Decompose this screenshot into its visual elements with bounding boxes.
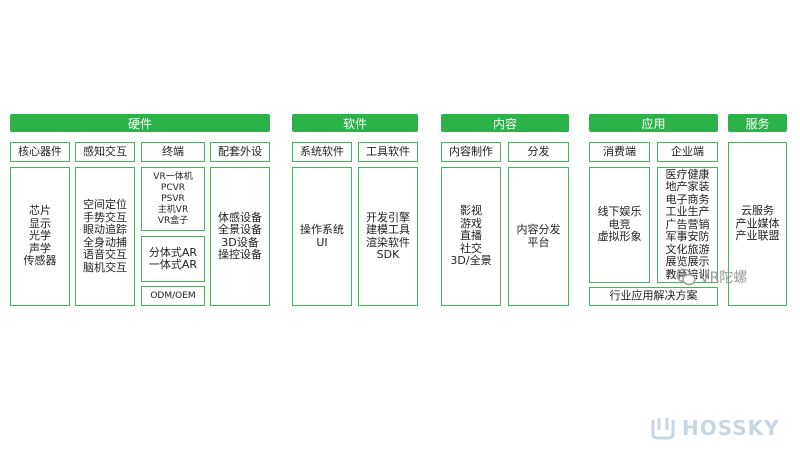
hossky-watermark-text: HOSSKY [682,416,780,440]
list-item: 社交 [460,241,482,255]
list-item: 脑机交互 [83,260,127,274]
list-item: 开发引擎 [366,210,410,224]
list-item: 地产家装 [665,180,710,194]
list-item: 体感设备 [218,210,262,224]
ct-distribution-label: 分发 [508,142,569,162]
list-item: 直播 [460,229,482,243]
list-item: PSVR [161,193,185,204]
list-item: 虚拟形象 [597,230,642,244]
list-item: 军事安防 [665,230,710,244]
list-item: 语音交互 [83,248,127,261]
list-item: 一体式AR [148,258,198,271]
hw-peripherals-label: 配套外设 [210,142,270,162]
list-item: UI [316,235,328,249]
wechat-watermark: VR陀螺 [676,266,747,288]
hw-core-components-label: 核心器件 [10,142,70,162]
list-item: PCVR [160,182,186,193]
list-item: 工业生产 [665,205,710,219]
list-item: 芯片 [29,204,51,218]
hw-terminal-odm-box: ODM/OEM [141,286,205,306]
software-header: 软件 [292,114,418,132]
list-item: 电竞 [608,217,631,231]
hossky-logo-icon [651,418,675,440]
list-item: 操作系统 [300,223,344,236]
service-box: 云服务 产业媒体 产业联盟 [728,142,787,306]
sw-tools-label: 工具软件 [358,142,418,162]
content-header: 内容 [441,114,569,132]
list-item: 建模工具 [366,223,410,236]
sw-tools-box: 开发引擎 建模工具 渲染软件 SDK [358,167,418,306]
list-item: 医疗健康 [665,167,710,181]
list-item: 平台 [527,235,550,249]
list-item: VR盒子 [157,215,189,226]
list-item: 线下娱乐 [597,205,642,219]
hw-terminal-vr-box: VR一体机 PCVR PSVR 主机VR VR盒子 [141,167,205,231]
hw-perception-label: 感知交互 [75,142,135,162]
hossky-watermark: HOSSKY [650,414,780,442]
list-item: 内容分发 [516,223,561,236]
list-item: 操控设备 [218,248,262,261]
app-industry-solutions-box: 行业应用解决方案 [589,287,718,306]
list-item: 3D/全景 [450,254,492,268]
list-item: 传感器 [23,254,57,268]
list-item: 显示 [29,216,51,230]
hw-terminal-ar-box: 分体式AR 一体式AR [141,236,205,282]
sw-system-label: 系统软件 [292,142,352,162]
application-header: 应用 [589,114,718,132]
list-item: 渲染软件 [366,235,410,249]
list-item: 分体式AR [148,245,198,259]
list-item: 广告营销 [665,217,710,231]
service-header: 服务 [728,114,787,132]
ct-distribution-box: 内容分发 平台 [508,167,569,306]
list-item: VR一体机 [153,171,193,182]
app-enterprise-label: 企业端 [657,142,718,162]
wechat-icon [676,268,696,286]
list-item: 空间定位 [83,198,127,211]
hw-perception-box: 空间定位 手势交互 眼动追踪 全身动捕 语音交互 脑机交互 [75,167,135,306]
list-item: 文化旅游 [665,242,710,256]
list-item: 产业联盟 [735,229,780,243]
list-item: 声学 [29,241,51,255]
app-consumer-label: 消费端 [589,142,650,162]
list-item: 展览展示 [665,255,710,269]
ct-production-box: 影视 游戏 直播 社交 3D/全景 [441,167,501,306]
hw-terminal-label: 终端 [141,142,205,162]
list-item: 云服务 [741,204,774,218]
ct-production-label: 内容制作 [441,142,501,162]
list-item: 游戏 [460,216,482,230]
list-item: 影视 [460,204,482,218]
list-item: 主机VR [157,204,189,215]
list-item: 手势交互 [83,210,127,224]
list-item: 全景设备 [218,223,262,236]
hw-core-components-box: 芯片 显示 光学 声学 传感器 [10,167,70,306]
list-item: 产业媒体 [735,216,780,230]
list-item: 3D设备 [221,235,259,249]
hardware-header: 硬件 [10,114,270,132]
sw-system-box: 操作系统 UI [292,167,352,306]
hw-peripherals-box: 体感设备 全景设备 3D设备 操控设备 [210,167,270,306]
app-consumer-box: 线下娱乐 电竞 虚拟形象 [589,167,650,283]
list-item: 光学 [29,229,51,243]
wechat-watermark-text: VR陀螺 [700,270,748,286]
list-item: 电子商务 [665,192,710,206]
list-item: SDK [376,248,400,261]
list-item: 眼动追踪 [83,223,127,236]
list-item: 全身动捕 [83,235,127,249]
